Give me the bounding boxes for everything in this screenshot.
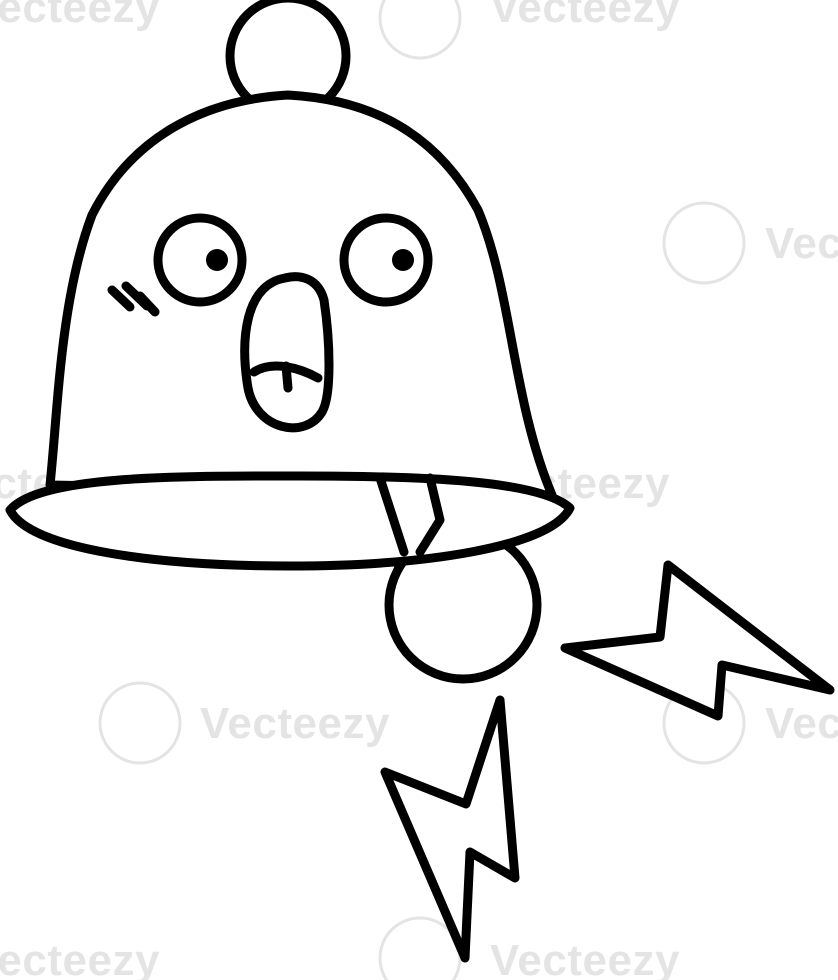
left-eye xyxy=(153,213,247,307)
right-eye xyxy=(339,213,433,307)
mouth xyxy=(240,272,334,433)
watermark-text: Vecteezy xyxy=(490,936,680,980)
tongue xyxy=(249,361,323,393)
watermark-text: Vecteezy xyxy=(490,0,680,32)
bell-body xyxy=(45,90,557,500)
left-cheek-marks xyxy=(107,281,160,317)
clapper-stem-line xyxy=(375,473,445,557)
sound-bolt-right xyxy=(560,560,835,721)
sound-bolt-bottom xyxy=(380,695,520,963)
watermark-text: Vecteezy xyxy=(0,936,160,980)
watermark-text: Vecteezy xyxy=(765,219,838,268)
right-pupil xyxy=(392,249,414,271)
watermark-text: Vecteezy xyxy=(200,699,390,748)
watermark-text: Vecteezy xyxy=(765,699,838,748)
watermark-text: Vecteezy xyxy=(0,0,160,32)
left-pupil xyxy=(206,249,228,271)
bell-rim xyxy=(5,471,575,571)
